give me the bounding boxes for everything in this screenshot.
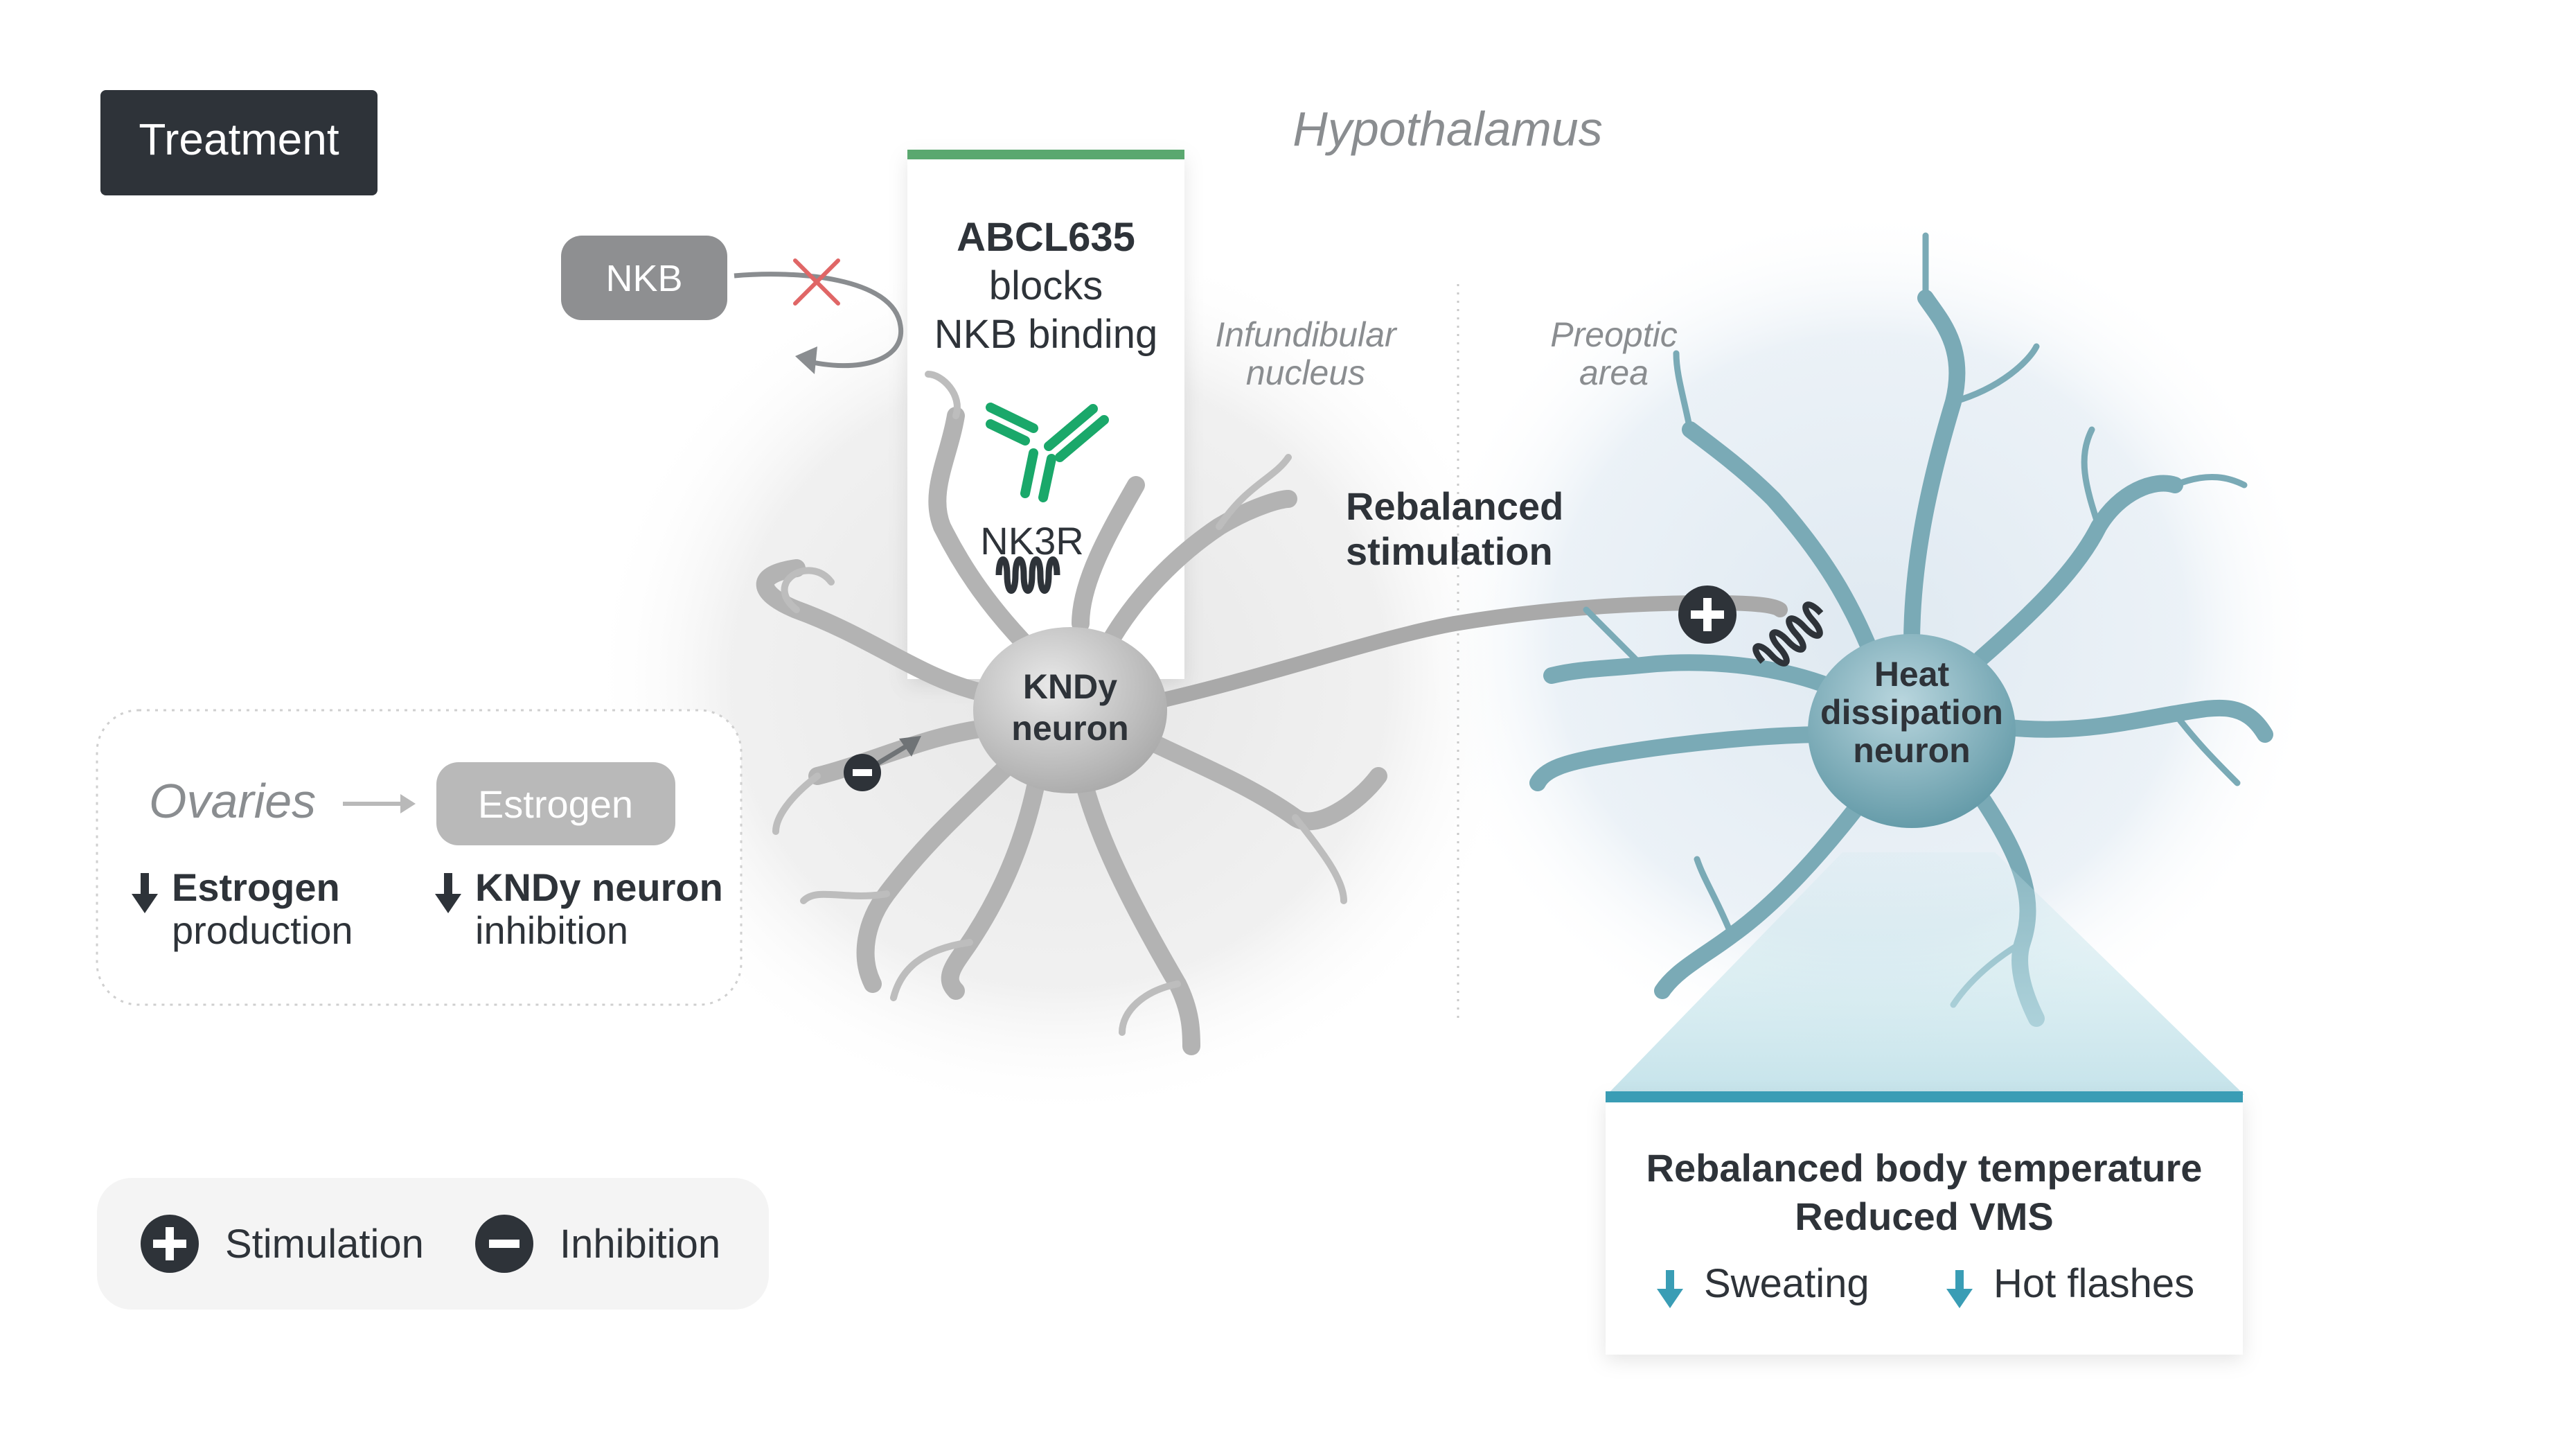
estrogen-down-arrow-icon <box>132 873 158 913</box>
blocked-cross-icon <box>793 258 840 306</box>
ovaries-box: Ovaries Estrogen Estrogen production KND… <box>96 709 743 1006</box>
legend-stimulation-icon <box>141 1215 199 1273</box>
nkb-arrowhead <box>795 346 817 374</box>
heat-neuron-label-line1: Heat <box>1874 655 1950 694</box>
rebalanced-stimulation-line1: Rebalanced <box>1346 484 1563 528</box>
kndy-cell-body <box>973 627 1167 793</box>
treatment-badge: Treatment <box>100 90 377 195</box>
outcome-item-sweating: Sweating <box>1704 1261 1869 1306</box>
nk3r-receptor-icon <box>995 556 1060 594</box>
infundibular-label-1: Infundibular <box>1215 315 1398 354</box>
antibody-line2: blocks <box>989 263 1103 308</box>
kndy-label-line1: KNDy <box>1023 667 1117 706</box>
heat-neuron-label-line2: dissipation <box>1820 693 2003 732</box>
estrogen-pill: Estrogen <box>436 762 675 845</box>
outcome-item-hot-flashes: Hot flashes <box>1993 1261 2194 1306</box>
hypothalamus-title: Hypothalamus <box>1293 102 1602 156</box>
antibody-box-accent <box>907 150 1184 159</box>
effect1-rest: production <box>172 908 353 952</box>
legend-inhibition-icon <box>475 1215 533 1273</box>
legend-stimulation-label: Stimulation <box>225 1222 424 1267</box>
ovaries-arrowhead <box>400 794 416 813</box>
outcome-box: Rebalanced body temperature Reduced VMS … <box>1606 1091 2243 1355</box>
treatment-label: Treatment <box>139 114 339 164</box>
effect2-bold: KNDy neuron <box>475 865 723 909</box>
outcome-title-2: Reduced VMS <box>1795 1195 2053 1238</box>
nkb-label: NKB <box>605 258 682 299</box>
effect2-rest: inhibition <box>475 908 628 952</box>
heat-dissipation-neuron <box>1529 232 2273 1027</box>
outcome-title-1: Rebalanced body temperature <box>1646 1146 2203 1190</box>
nkb-blocked-arrow <box>734 272 904 369</box>
outcome-cone <box>1607 852 2244 1095</box>
antibody-name: ABCL635 <box>957 215 1135 260</box>
antibody-line3: NKB binding <box>934 312 1157 357</box>
antibody-icon <box>986 403 1109 502</box>
ovaries-label: Ovaries <box>149 774 316 828</box>
rebalanced-stimulation-line2: stimulation <box>1346 529 1553 573</box>
preoptic-label-2: area <box>1579 353 1649 392</box>
kndy-label-line2: neuron <box>1011 709 1128 748</box>
nkb-pill: NKB <box>561 236 727 320</box>
kndy-inhibition-icon <box>844 754 881 791</box>
synapse-stimulation-icon <box>1678 585 1736 644</box>
estrogen-input-arrowhead <box>899 736 921 757</box>
preoptic-label-1: Preoptic <box>1550 315 1677 354</box>
heat-neuron-receptor-icon <box>1752 601 1824 667</box>
legend: Stimulation Inhibition <box>97 1178 769 1310</box>
heat-neuron-cell-body <box>1808 634 2016 828</box>
estrogen-pill-label: Estrogen <box>478 782 633 826</box>
outcome-box-accent <box>1606 1091 2243 1102</box>
legend-inhibition-label: Inhibition <box>560 1222 720 1267</box>
heat-neuron-label-line3: neuron <box>1853 731 1970 770</box>
infundibular-label-2: nucleus <box>1246 353 1365 392</box>
sweating-down-arrow-icon <box>1657 1270 1683 1308</box>
kndy-down-arrow-icon <box>435 873 461 913</box>
hot-flashes-down-arrow-icon <box>1946 1270 1973 1308</box>
kndy-neuron <box>756 371 1788 1055</box>
receptor-label: NK3R <box>980 519 1083 563</box>
effect1-bold: Estrogen <box>172 865 340 909</box>
